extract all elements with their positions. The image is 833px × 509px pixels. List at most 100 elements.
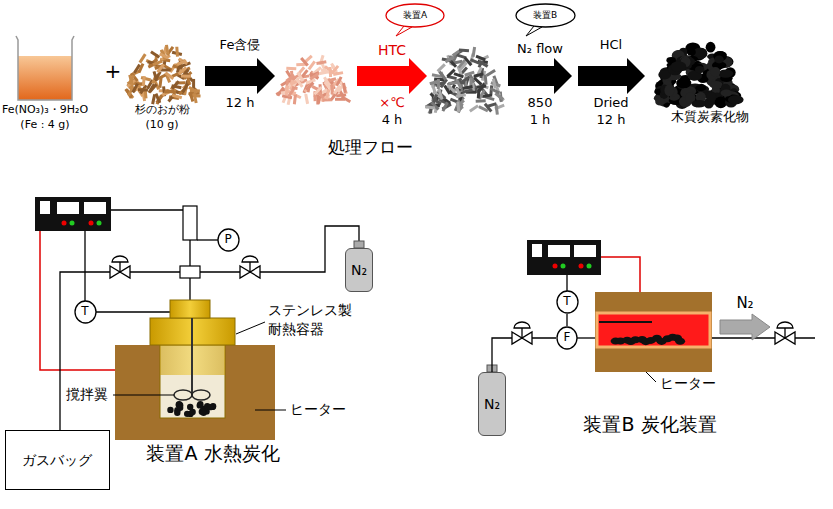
material-pile-part: [286, 67, 296, 71]
material-pile-part: [149, 83, 158, 93]
node-label: F: [564, 331, 571, 345]
material-pile-part: [158, 78, 162, 88]
material-pile-part: [691, 100, 706, 108]
material-pile-part: [695, 66, 705, 73]
material-pile-part: [456, 102, 460, 112]
step-time: 1 h: [530, 113, 551, 128]
material-amount: (Fe : 4 g): [20, 119, 69, 132]
sample-pellets-part: [675, 338, 685, 345]
material-pile-part: [333, 85, 341, 95]
material-pile-part: [155, 93, 162, 103]
wires-a-part: [84, 231, 85, 302]
valve-symbol-part: [112, 256, 128, 262]
material-pile-part: [141, 76, 151, 81]
material-pile-part: [695, 85, 706, 91]
material-pile-part: [156, 63, 165, 73]
material-pile-part: [425, 105, 435, 109]
controller-part: [97, 221, 102, 226]
material-pile-part: [706, 91, 716, 102]
step-name: Fe含侵: [220, 38, 261, 53]
wires-a-part: [40, 231, 115, 370]
material-pile-part: [718, 69, 733, 77]
node-label: N₂: [351, 262, 367, 278]
material-pile-part: [448, 81, 458, 85]
stirrer-motor-part: [180, 266, 200, 278]
node-label: 装置B: [533, 10, 557, 20]
material-pile-part: [333, 71, 343, 76]
material-pile-part: [167, 93, 176, 103]
sample-particles-part: [174, 409, 180, 415]
material-pile-part: [285, 85, 289, 95]
gas-flow-arrow-part: [720, 314, 770, 340]
material-pile-part: [438, 71, 447, 81]
material-pile-part: [464, 71, 474, 77]
material-pile-part: [443, 85, 451, 95]
flow-arrows-part: [508, 58, 572, 94]
callout-bubble: 装置A: [385, 3, 445, 28]
step-name: HTC: [378, 42, 406, 58]
valve-symbol: [110, 256, 130, 278]
material-pile-part: [309, 73, 319, 81]
furnace-part: [597, 313, 710, 347]
step-temperature: 850: [528, 96, 553, 111]
material-pile-part: [687, 48, 696, 55]
figure-caption: 装置A 水熱炭化: [146, 443, 279, 465]
material-pile-part: [709, 81, 722, 89]
gas-cylinder: N₂: [478, 372, 506, 436]
controller-part: [35, 197, 111, 231]
product-name: 木質炭素化物: [671, 110, 749, 125]
material-pile-part: [459, 48, 469, 52]
wires-b-part: [712, 337, 815, 338]
pressure-vessel-part: [174, 390, 192, 400]
part-name: ヒーター: [660, 375, 716, 391]
material-pile-part: [325, 89, 330, 99]
thermometer: T: [556, 290, 579, 314]
valve-symbol-part: [784, 328, 785, 338]
material-pile-part: [438, 89, 444, 99]
material-pile-part: [178, 66, 188, 75]
flow-arrows-part: [578, 58, 645, 94]
step-name: N₂ flow: [517, 42, 563, 57]
material-pile-part: [329, 67, 333, 77]
material-pile-part: [293, 94, 297, 104]
bubble-tail-part: [396, 26, 412, 36]
material-pile-part: [478, 60, 488, 68]
material-pile-part: [128, 75, 135, 85]
bubble-tail-part: [526, 26, 542, 36]
sample-particles-part: [189, 409, 195, 415]
part-name: 撹拌翼: [66, 386, 108, 402]
step-time: 4 h: [382, 113, 403, 128]
material-pile-part: [437, 90, 446, 99]
flow-arrows: [205, 58, 645, 94]
valve-symbol-part: [249, 262, 250, 272]
leader-lines-part: [255, 410, 286, 411]
material-pile: [276, 55, 352, 105]
material-pile-part: [319, 70, 329, 75]
material-pile-part: [477, 88, 481, 98]
material-pile-part: [706, 42, 716, 53]
plus-sign: +: [105, 60, 122, 83]
material-pile: [425, 47, 505, 115]
cylinder-neck: [354, 241, 497, 372]
material-pile-part: [193, 93, 198, 103]
material-pile-part: [132, 83, 139, 93]
pipe-connector: [566, 314, 567, 326]
sample-particles-part: [200, 410, 206, 416]
valve-symbol-part: [777, 322, 793, 328]
bubble-tail: [396, 26, 542, 36]
material-pile-part: [165, 45, 170, 55]
node-label: T: [81, 305, 88, 319]
valve-symbol-part: [119, 262, 120, 272]
material-pile-part: [308, 60, 316, 70]
pipe-connector: [492, 338, 556, 372]
heater-part: [115, 345, 275, 440]
material-pile-part: [442, 102, 449, 112]
pressure-vessel-part: [192, 390, 210, 400]
material-pile-part: [455, 87, 461, 97]
material-name: 杉のおが粉: [135, 104, 190, 117]
material-pile-part: [316, 94, 319, 104]
wires-b-part: [601, 257, 640, 292]
outline-shape: [516, 4, 575, 27]
material-pile-part: [172, 94, 182, 99]
material-pile: [654, 42, 744, 109]
